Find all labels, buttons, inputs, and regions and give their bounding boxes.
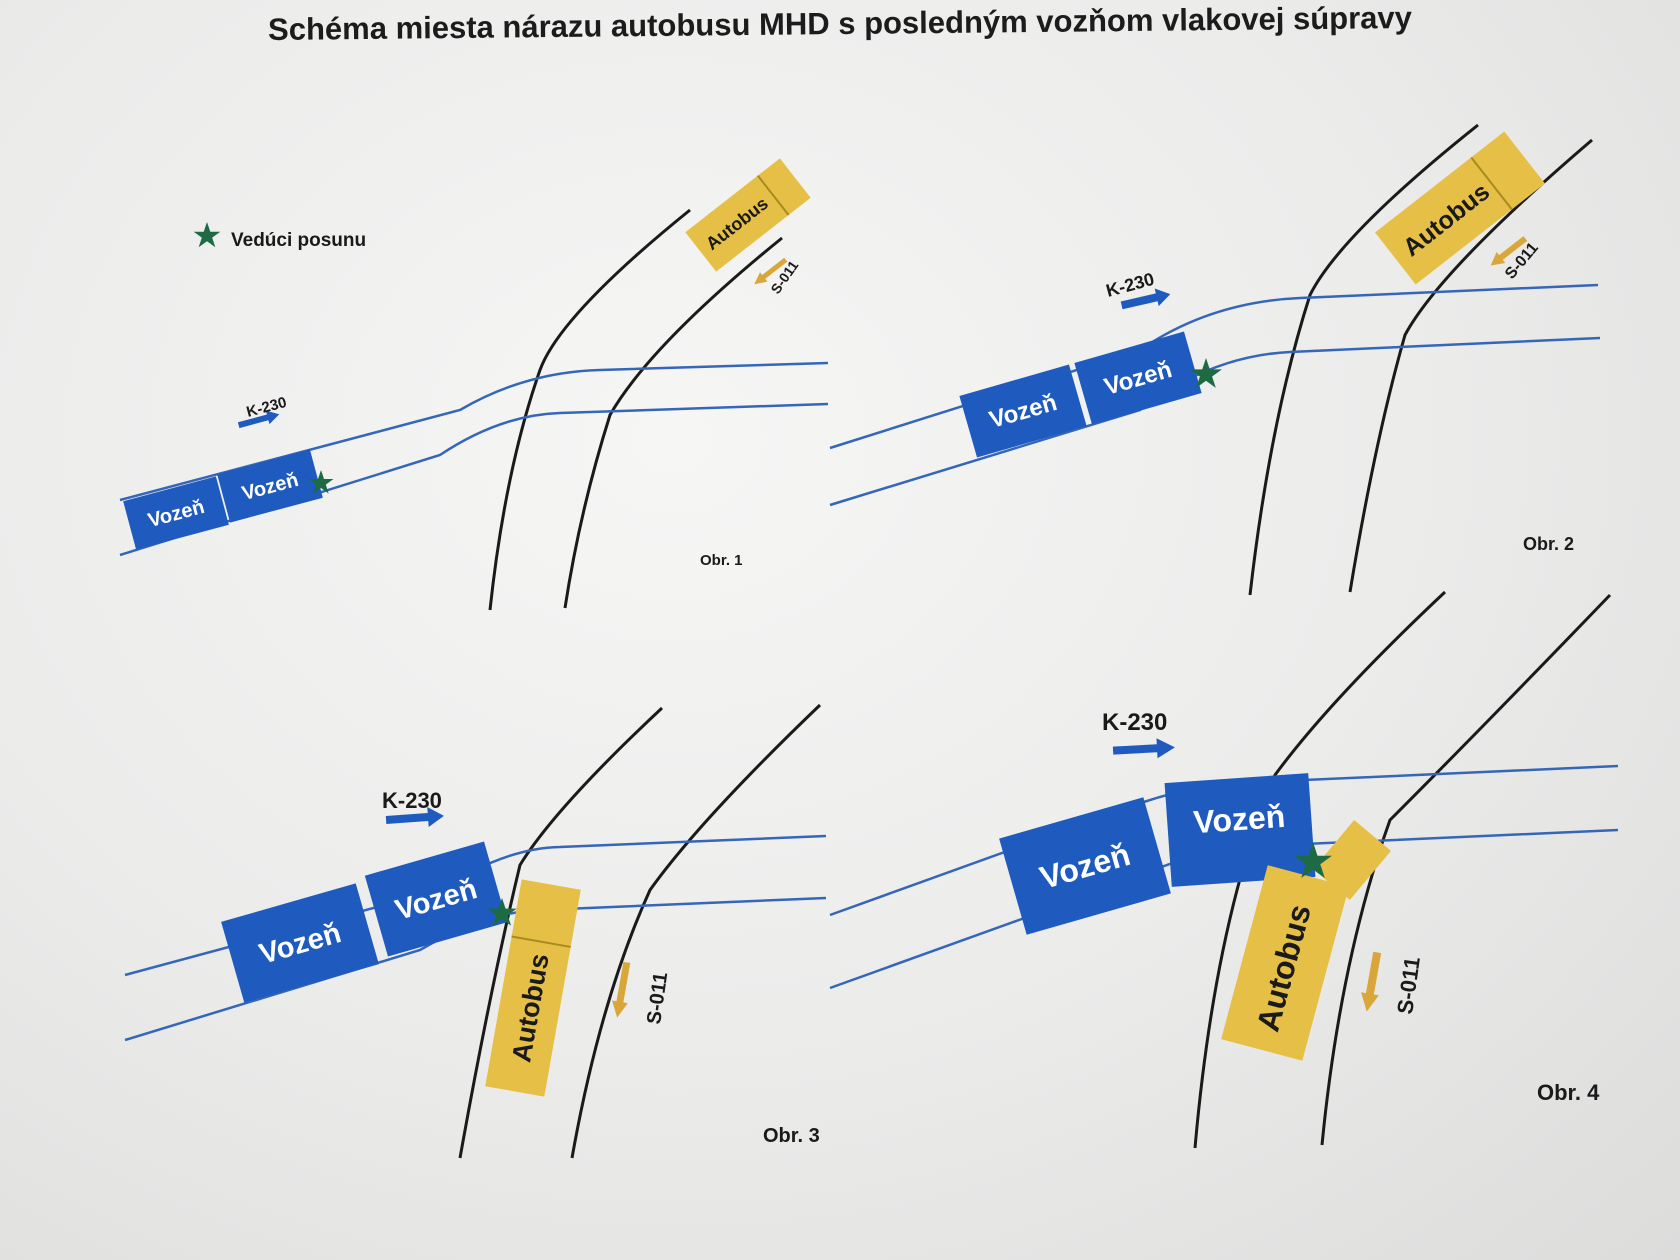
road-edge-right [563, 236, 783, 609]
wagon: Vozeň [959, 364, 1087, 458]
bus: Autobus [685, 158, 811, 272]
figure-label: Obr. 4 [1537, 1080, 1600, 1105]
wagon: Vozeň [123, 476, 229, 550]
rail-track-upper [119, 361, 829, 502]
figure-label: Obr. 2 [1523, 534, 1574, 554]
train-direction-arrow [385, 807, 444, 827]
road-edge-right [1320, 593, 1612, 1146]
wagon: Vozeň [364, 841, 508, 957]
road-edge-left [458, 706, 664, 1159]
legend-label: Vedúci posunu [231, 230, 366, 251]
rail-track-lower [119, 402, 829, 557]
wagon: Vozeň [999, 797, 1171, 935]
panel-obr-3: Vozeň Vozeň Autobus K-230 S-011 Obr. 3 [124, 703, 827, 1159]
legend: Vedúci posunu [193, 222, 366, 251]
wagon: Vozeň [221, 883, 379, 1003]
bus-code-label: S-011 [1392, 955, 1425, 1015]
star-icon [1294, 842, 1332, 878]
star-icon [1190, 358, 1222, 388]
train-code-label: K-230 [1102, 709, 1167, 736]
figure-label: Obr. 3 [763, 1125, 820, 1147]
panel-obr-1: Vozeň Vozeň K-230 Autobus S-011 Obr. 1 [119, 158, 829, 611]
panel-obr-4: Vozeň Vozeň Autobus K-230 S-011 Obr. [829, 590, 1619, 1149]
bus: Autobus [1221, 865, 1349, 1061]
wagon: Vozeň [1074, 331, 1202, 425]
bus: Autobus [485, 879, 581, 1097]
rail-track-lower [829, 336, 1601, 507]
panel-obr-2: Vozeň Vozeň K-230 Autobus S-011 Obr. 2 [829, 123, 1601, 596]
wagon: Vozeň [1164, 773, 1316, 887]
star-icon [487, 898, 517, 926]
bus-code-label: S-011 [643, 971, 672, 1026]
train-direction-arrow [237, 410, 280, 429]
star-icon [308, 470, 334, 494]
figure-label: Obr. 1 [700, 552, 743, 569]
bus-direction-arrow [754, 257, 788, 285]
bus-direction-arrow [1361, 951, 1382, 1012]
train-code-label: K-230 [382, 788, 442, 813]
road-edge-left [488, 208, 691, 611]
rail-track-upper [829, 283, 1599, 450]
bus-code-label: S-011 [767, 257, 801, 296]
train-direction-arrow [1120, 288, 1171, 310]
bus: Autobus [1375, 131, 1545, 285]
star-icon [193, 222, 221, 248]
bus-front-segment [1313, 820, 1391, 900]
bus-direction-arrow [1490, 236, 1528, 266]
wagon: Vozeň [217, 449, 323, 523]
road-edge-right [570, 703, 822, 1159]
bus-code-label: S-011 [1502, 240, 1542, 283]
bus-direction-arrow [612, 961, 631, 1018]
road-edge-left [1248, 123, 1479, 596]
road-edge-right [1348, 138, 1593, 593]
train-direction-arrow [1112, 738, 1175, 759]
svg-text:Vozeň: Vozeň [1192, 798, 1286, 840]
